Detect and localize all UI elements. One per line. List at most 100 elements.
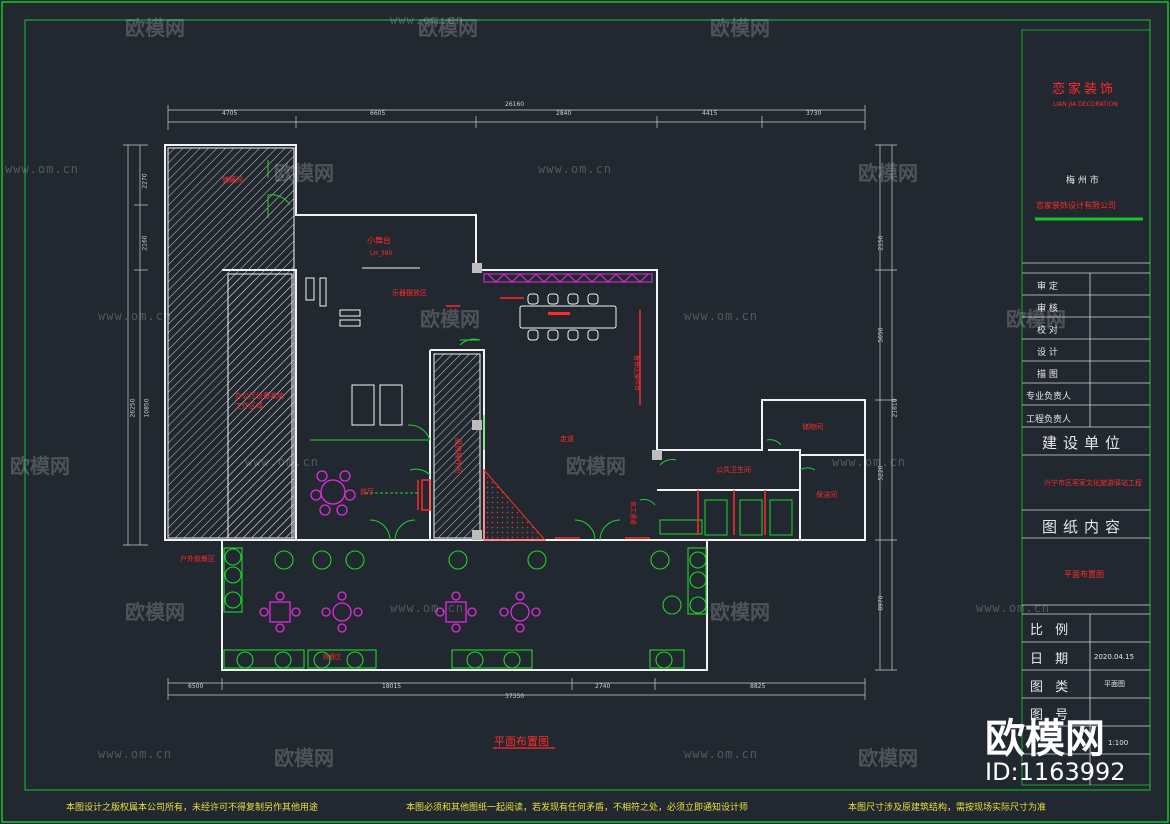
- label-upper: 储藏间: [222, 176, 243, 184]
- date-label: 日 期: [1030, 652, 1073, 667]
- watermark-url: www.om.cn: [684, 747, 759, 761]
- company-city: 梅 州 市: [1066, 176, 1099, 186]
- watermark-brand: 欧模网: [858, 746, 918, 770]
- number-label: 图 号: [1030, 708, 1073, 723]
- label-vertical: 厨房操作间: [454, 438, 462, 473]
- watermark-id-brand: 欧模网: [985, 716, 1105, 762]
- watermark-brand: 欧模网: [274, 161, 334, 185]
- green-plants: [223, 547, 707, 669]
- watermark-brand: 欧模网: [1006, 307, 1066, 331]
- drawing-title: 平面布置图: [494, 735, 549, 748]
- label-corridor: 走道: [560, 435, 574, 443]
- dim-top-5: 3730: [806, 110, 822, 117]
- label-restroom: 公共卫生间: [716, 466, 751, 474]
- footer-note-dimensions: 本图尺寸涉及原建筑结构，需按现场实际尺寸为准: [848, 803, 1047, 813]
- date-value: 2020.04.15: [1094, 653, 1135, 661]
- magenta-furniture: [259, 470, 541, 633]
- watermark-url: www.om.cn: [98, 309, 173, 323]
- dimension-lines: [123, 105, 897, 700]
- watermark-url: www.om.cn: [684, 309, 759, 323]
- title-block-frame: [1021, 29, 1151, 786]
- company-name-en: LIAN JIA DECORATION: [1053, 101, 1118, 108]
- dim-top-total: 26160: [505, 101, 525, 108]
- watermark-id: ID:1163992: [985, 758, 1126, 786]
- label-entry: 就餐区: [323, 654, 342, 661]
- watermark-brand: 欧模网: [125, 600, 185, 624]
- label-staff: 员工通道: [629, 500, 637, 526]
- build-unit-heading: 建设单位: [1042, 434, 1127, 452]
- dim-bottom-2: 18015: [382, 683, 402, 690]
- dim-top-4: 4415: [702, 110, 718, 117]
- table-red-mark: [548, 312, 570, 315]
- dim-left-2: 2160: [141, 235, 149, 251]
- company-name-cn: 恋家装饰: [1052, 82, 1117, 97]
- building-walls: [164, 144, 866, 671]
- approval-row-1: 审 定: [1037, 282, 1058, 292]
- type-value: 平面图: [1104, 680, 1125, 688]
- watermark-url: www.om.cn: [832, 455, 907, 469]
- hatched-column-center: [433, 353, 481, 539]
- dim-left-3: 10850: [143, 398, 151, 418]
- dim-right-2: 5050: [877, 327, 885, 343]
- approval-row-2: 审 核: [1037, 304, 1058, 314]
- dim-bottom-total: 37350: [505, 693, 525, 700]
- number-value: 1:100: [1108, 739, 1129, 747]
- watermark-brand: 欧模网: [274, 746, 334, 770]
- watermark-brand: 欧模网: [10, 454, 70, 478]
- doors-green: [267, 160, 816, 541]
- approval-row-4: 设 计: [1037, 348, 1058, 358]
- label-bar-dim: LH_380: [370, 250, 393, 257]
- dim-left-total: 26250: [129, 398, 137, 418]
- dim-top-2: 6605: [370, 110, 386, 117]
- dim-top-1: 4705: [222, 110, 238, 117]
- watermark-brand: 欧模网: [566, 454, 626, 478]
- watermark-url: www.om.cn: [390, 13, 465, 27]
- label-bar: 小舞台: [367, 236, 391, 245]
- watermark-url: www.om.cn: [98, 747, 173, 761]
- dim-right-4: 8970: [877, 595, 885, 611]
- watermark-url: www.om.cn: [390, 601, 465, 615]
- equipment-outlines: [305, 267, 420, 426]
- approval-row-7: 工程负责人: [1026, 415, 1072, 425]
- drawing-name: 平面布置图: [1064, 570, 1104, 579]
- watermark-brand: 欧模网: [418, 16, 478, 40]
- dim-left-1: 2270: [141, 173, 149, 189]
- dim-top-3: 2840: [556, 110, 572, 117]
- watermark-url: www.om.cn: [538, 162, 613, 176]
- hatched-stair: [483, 468, 547, 541]
- drawing-content-heading: 图纸内容: [1042, 518, 1127, 536]
- red-partitions: [417, 297, 766, 539]
- hatched-column-inner: [227, 273, 293, 539]
- label-front: 前厅: [360, 488, 374, 496]
- watermark-brand: 欧模网: [420, 307, 480, 331]
- scale-label: 比 例: [1030, 623, 1073, 638]
- watermark-url: www.om.cn: [976, 601, 1051, 615]
- company-full-name: 恋家装饰设计有限公司: [1036, 201, 1116, 210]
- type-label: 图 类: [1030, 680, 1073, 695]
- label-storage: 储物间: [802, 423, 823, 431]
- structural-columns: [472, 263, 662, 540]
- approval-row-5: 描 图: [1037, 370, 1058, 380]
- dim-right-1: 2150: [877, 235, 885, 251]
- label-red-vertical: 备餐区操作台: [633, 354, 641, 392]
- dim-bottom-3: 2740: [595, 683, 611, 690]
- watermark-url: www.om.cn: [245, 455, 320, 469]
- watermark-brand: 欧模网: [710, 16, 770, 40]
- label-stage-area: 乐器摆放区: [392, 289, 427, 297]
- approval-row-3: 校 对: [1037, 326, 1058, 336]
- watermark-brand: 欧模网: [858, 161, 918, 185]
- dim-bottom-1: 6500: [188, 683, 204, 690]
- label-outdoor: 户外就餐区: [180, 555, 215, 563]
- dim-right-total: 21810: [891, 398, 899, 418]
- footer-note-copyright: 本图设计之版权属本公司所有，未经许可不得复制另作其他用途: [66, 803, 319, 813]
- watermark-url: www.om.cn: [5, 162, 80, 176]
- footer-note-read-together: 本图必须和其他图纸一起阅读，若发现有任何矛盾，不相符之处，必须立即通知设计师: [406, 803, 749, 813]
- label-left-room: 办公厅设备收纳 工作区域: [235, 392, 284, 410]
- dim-bottom-4: 8825: [750, 683, 766, 690]
- project-name: 兴宁市区客家文化旅游驿站工程: [1044, 479, 1142, 487]
- watermark-brand: 欧模网: [125, 16, 185, 40]
- label-cleaning: 保洁间: [816, 491, 837, 499]
- watermark-brand: 欧模网: [710, 600, 770, 624]
